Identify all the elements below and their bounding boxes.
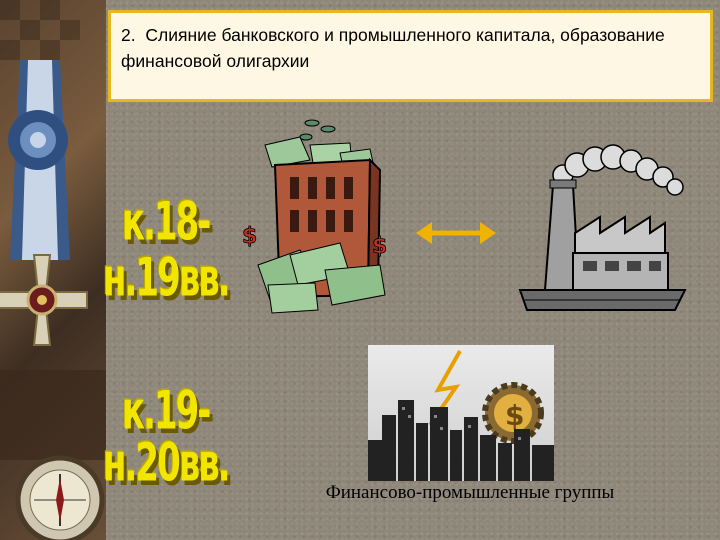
decorative-left-strip: [0, 0, 106, 540]
caption: Финансово-промышленные группы: [325, 482, 615, 503]
svg-text:$: $: [242, 224, 257, 249]
title-box: 2. Слияние банковского и промышленного к…: [108, 10, 713, 102]
medal-decoration-icon: [0, 0, 106, 540]
title-number: 2.: [121, 25, 136, 45]
period-1-line1: к.18-: [122, 191, 211, 254]
svg-text:$: $: [505, 399, 524, 432]
double-arrow-icon: [416, 222, 496, 244]
factory-icon: [518, 144, 687, 311]
period-2-line1: к.19-: [122, 380, 211, 443]
period-2-line2: н.20вв.: [103, 432, 231, 495]
svg-text:$: $: [372, 234, 387, 259]
bank-building-money-icon: $ $: [242, 119, 388, 314]
city-skyline-icon: $: [368, 345, 554, 481]
title-text: Слияние банковского и промышленного капи…: [121, 25, 665, 71]
period-1-line2: н.19вв.: [103, 247, 231, 310]
